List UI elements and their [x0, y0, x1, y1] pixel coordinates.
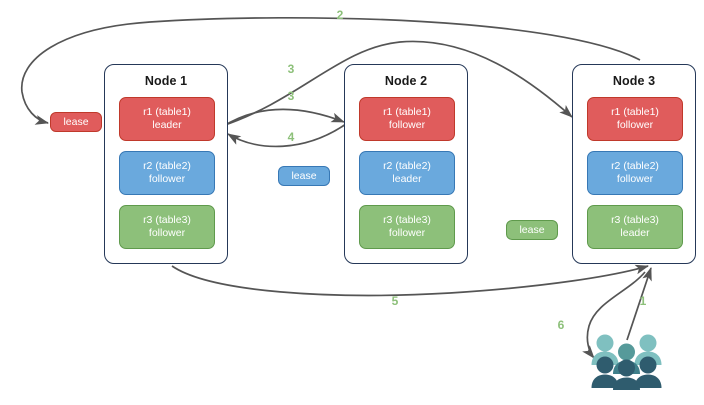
- lease-badge-blue[interactable]: lease: [278, 166, 330, 186]
- replica-node1-r3[interactable]: r3 (table3) follower: [119, 205, 215, 249]
- replica-name: r1 (table1): [143, 106, 191, 118]
- replica-node2-r1[interactable]: r1 (table1) follower: [359, 97, 455, 141]
- lease-badge-green[interactable]: lease: [506, 220, 558, 240]
- replica-role: leader: [392, 173, 422, 185]
- replica-name: r1 (table1): [611, 106, 659, 118]
- replica-name: r2 (table2): [143, 160, 191, 172]
- replica-node2-r2[interactable]: r2 (table2) leader: [359, 151, 455, 195]
- node-title-2: Node 2: [384, 74, 428, 88]
- node-container-2[interactable]: Node 2 r1 (table1) follower r2 (table2) …: [344, 64, 468, 264]
- replica-node3-r3[interactable]: r3 (table3) leader: [587, 205, 683, 249]
- users-group-icon: [591, 334, 662, 390]
- replica-name: r2 (table2): [383, 160, 431, 172]
- lease-badge-red[interactable]: lease: [50, 112, 102, 132]
- replica-node3-r1[interactable]: r1 (table1) follower: [587, 97, 683, 141]
- replica-name: r3 (table3): [383, 214, 431, 226]
- replica-role: leader: [152, 119, 182, 131]
- replica-name: r1 (table1): [383, 106, 431, 118]
- node-container-3[interactable]: Node 3 r1 (table1) follower r2 (table2) …: [572, 64, 696, 264]
- node-container-1[interactable]: Node 1 r1 (table1) leader r2 (table2) fo…: [104, 64, 228, 264]
- replica-role: follower: [616, 119, 654, 131]
- replica-name: r2 (table2): [611, 160, 659, 172]
- edge-step-5: [171, 264, 649, 297]
- replica-role: follower: [388, 119, 426, 131]
- replica-role: follower: [616, 173, 654, 185]
- replica-name: r3 (table3): [611, 214, 659, 226]
- replica-name: r3 (table3): [143, 214, 191, 226]
- replica-node2-r3[interactable]: r3 (table3) follower: [359, 205, 455, 249]
- edge-step-3-to-node2: [221, 108, 345, 128]
- replica-role: follower: [148, 227, 186, 239]
- step-label-3b: 3: [287, 89, 295, 103]
- replica-node3-r2[interactable]: r2 (table2) follower: [587, 151, 683, 195]
- replica-node1-r1[interactable]: r1 (table1) leader: [119, 97, 215, 141]
- replica-role: leader: [620, 227, 650, 239]
- replica-role: follower: [388, 227, 426, 239]
- node-title-1: Node 1: [144, 74, 188, 88]
- step-label-3a: 3: [287, 62, 295, 76]
- step-label-1: 1: [639, 294, 647, 308]
- step-label-4: 4: [287, 130, 295, 144]
- replica-node1-r2[interactable]: r2 (table2) follower: [119, 151, 215, 195]
- node-title-3: Node 3: [612, 74, 656, 88]
- step-label-5: 5: [391, 294, 399, 308]
- replica-role: follower: [148, 173, 186, 185]
- step-label-6: 6: [557, 318, 565, 332]
- step-label-2: 2: [336, 8, 344, 22]
